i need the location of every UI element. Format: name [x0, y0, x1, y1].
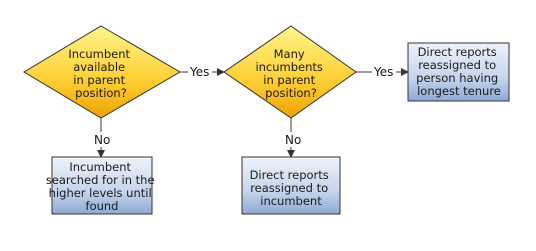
process-2-text: Incumbent searched for in the higher lev… — [46, 160, 158, 213]
process-1-text: Direct reports reassigned to person havi… — [416, 45, 502, 98]
yes-label-2: Yes — [373, 65, 393, 79]
process-search-higher-levels: Incumbent searched for in the higher lev… — [46, 156, 158, 215]
process-reassign-longest-tenure: Direct reports reassigned to person havi… — [407, 42, 510, 102]
process-3-text: Direct reports reassigned to incumbent — [250, 168, 333, 208]
decision-1-text: Incumbent available in parent position? — [68, 47, 133, 100]
no-label-2: No — [285, 133, 301, 147]
no-label-1: No — [94, 133, 110, 147]
decision-2-text: Many incumbents in parent position? — [255, 47, 326, 100]
process-reassign-incumbent: Direct reports reassigned to incumbent — [241, 156, 341, 215]
decision-incumbent-available: Incumbent available in parent position? — [23, 25, 181, 119]
decision-many-incumbents: Many incumbents in parent position? — [223, 25, 357, 119]
yes-label-1: Yes — [189, 65, 209, 79]
